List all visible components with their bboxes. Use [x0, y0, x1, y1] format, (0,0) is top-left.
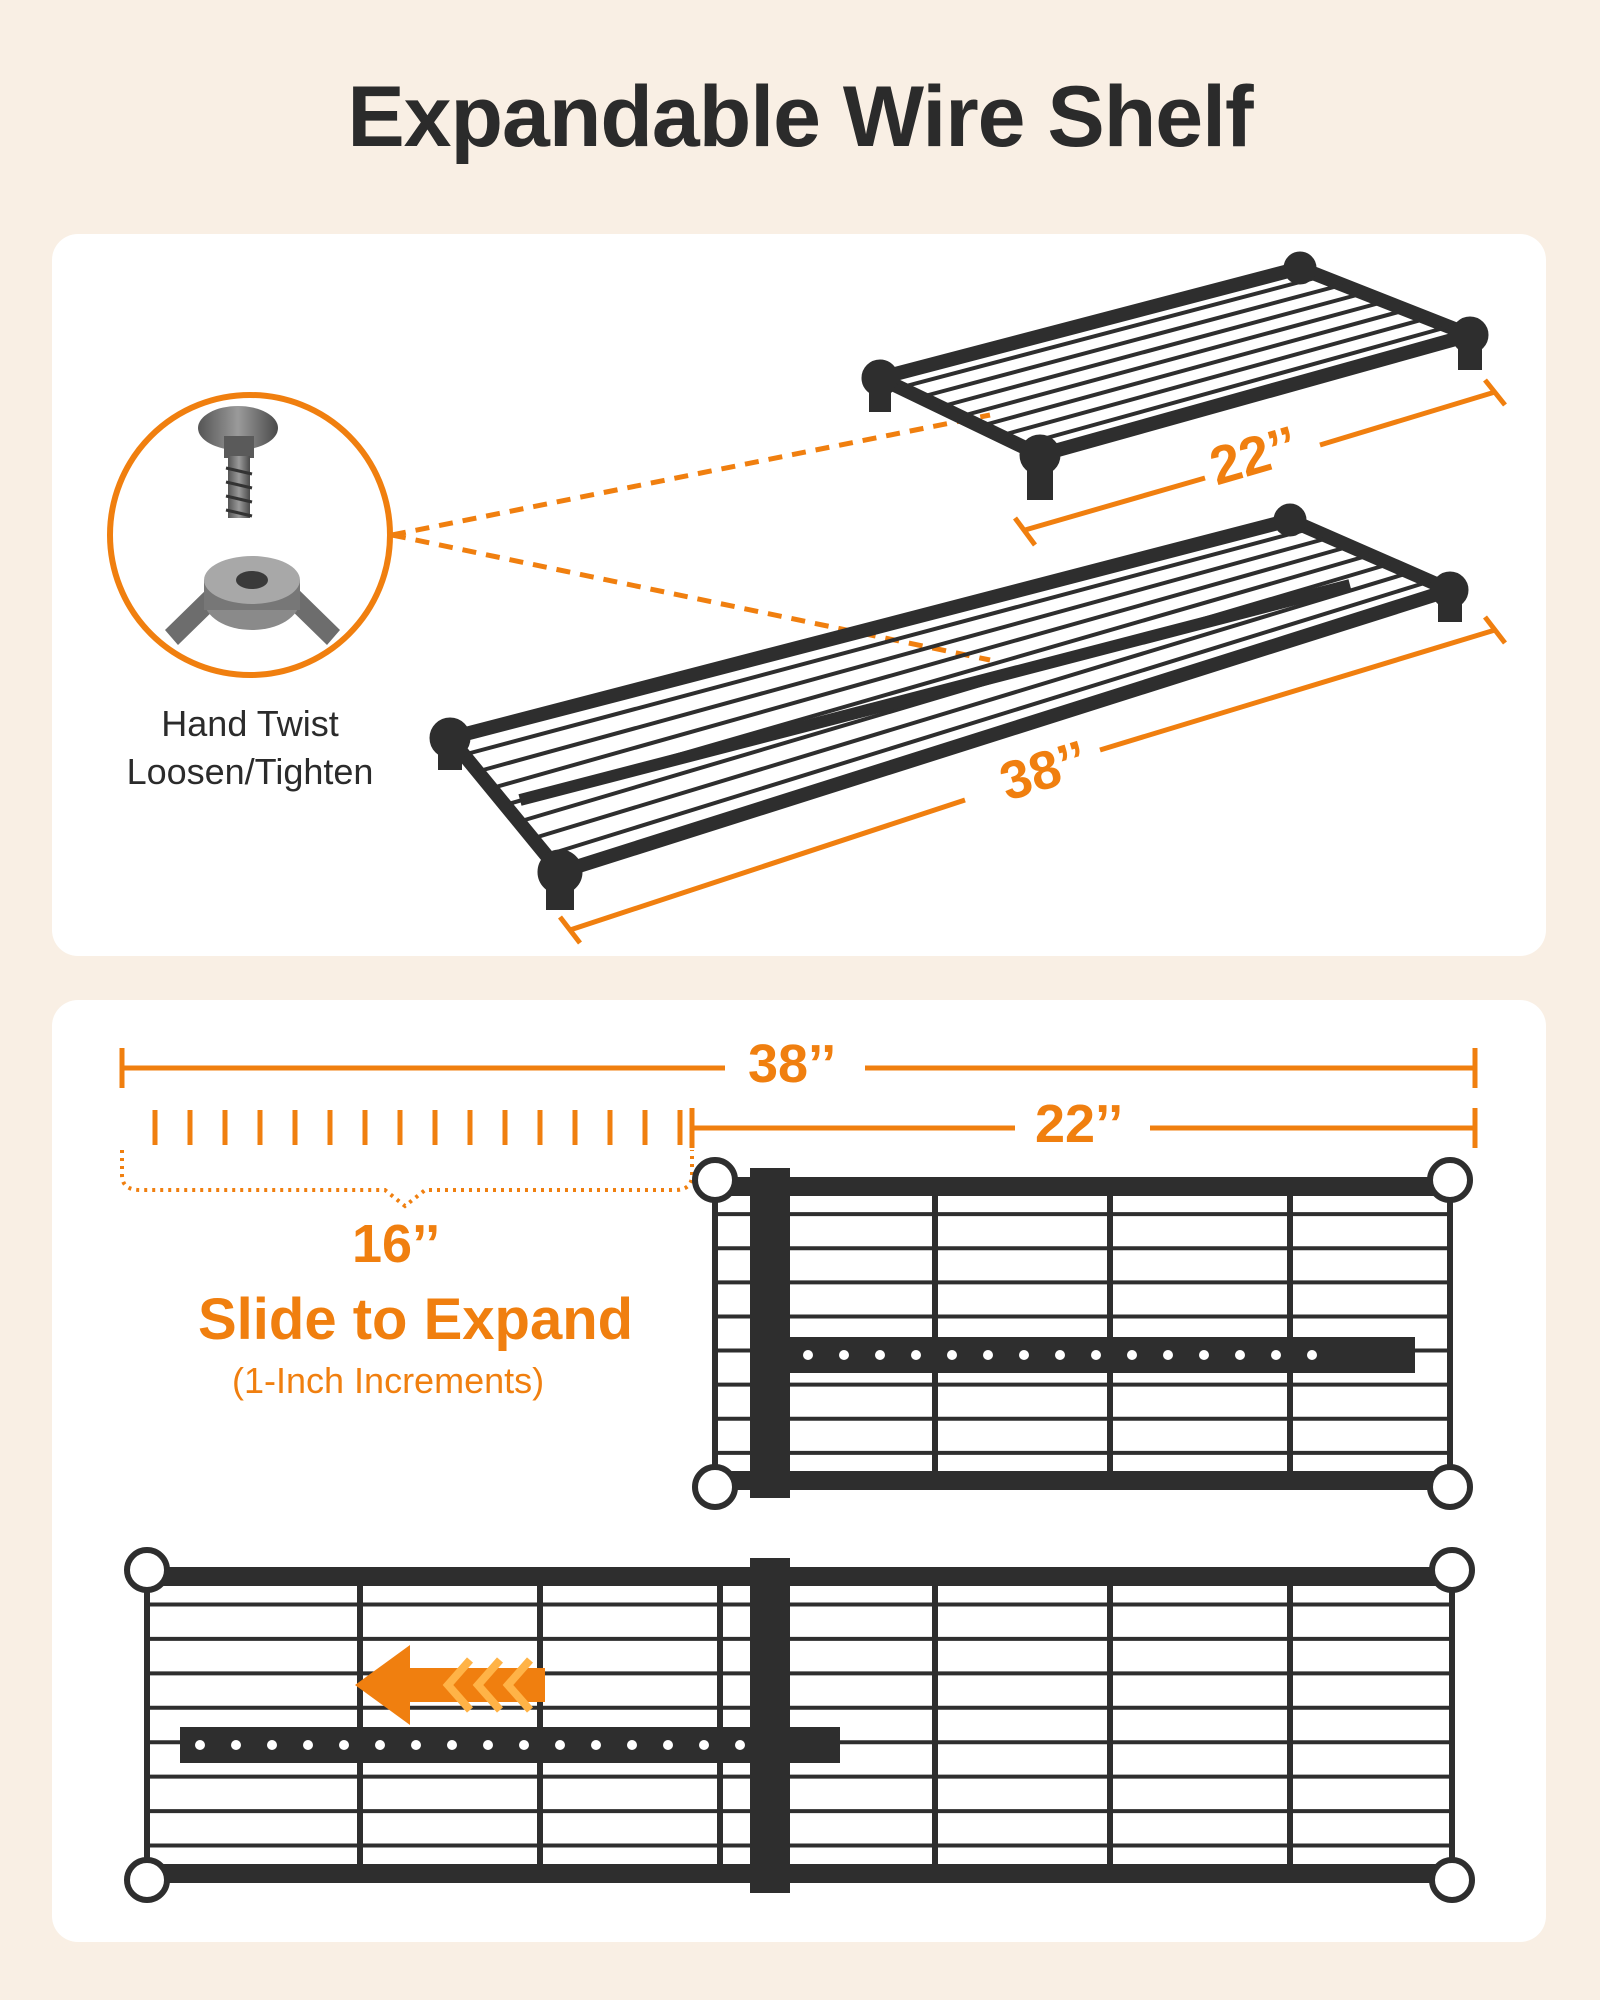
leader-line-upper — [391, 412, 991, 538]
extension-length-label: 16’’ — [352, 1214, 441, 1274]
page-title: Expandable Wire Shelf — [347, 69, 1253, 165]
expanded-shelf-top-view — [124, 1547, 1475, 1903]
leader-line-lower — [391, 532, 991, 663]
short-shelf-dimension-line — [1012, 378, 1507, 547]
hardware-label-line2: Loosen/Tighten — [126, 751, 374, 792]
arrow-left-icon — [355, 1645, 545, 1725]
base-length-label: 22’’ — [1035, 1094, 1124, 1154]
total-length-label: 38’’ — [748, 1034, 837, 1094]
retracted-shelf-top-view — [692, 1157, 1473, 1510]
long-shelf-dimension-line — [558, 615, 1507, 945]
increment-tick-marks — [152, 1110, 683, 1145]
hardware-label-line1: Hand Twist — [161, 703, 339, 744]
short-shelf-illustration — [861, 251, 1489, 500]
increment-subtitle: (1-Inch Increments) — [232, 1360, 545, 1401]
wing-nut-icon — [165, 556, 340, 645]
hardware-callout-circle — [107, 392, 393, 678]
extension-brace — [120, 1150, 694, 1209]
slide-to-expand-title: Slide to Expand — [198, 1287, 634, 1352]
base-length-dimension-line — [689, 1108, 1478, 1148]
carriage-bolt-icon — [198, 406, 278, 518]
long-shelf-illustration — [429, 503, 1469, 910]
total-length-dimension-line — [119, 1048, 1478, 1088]
